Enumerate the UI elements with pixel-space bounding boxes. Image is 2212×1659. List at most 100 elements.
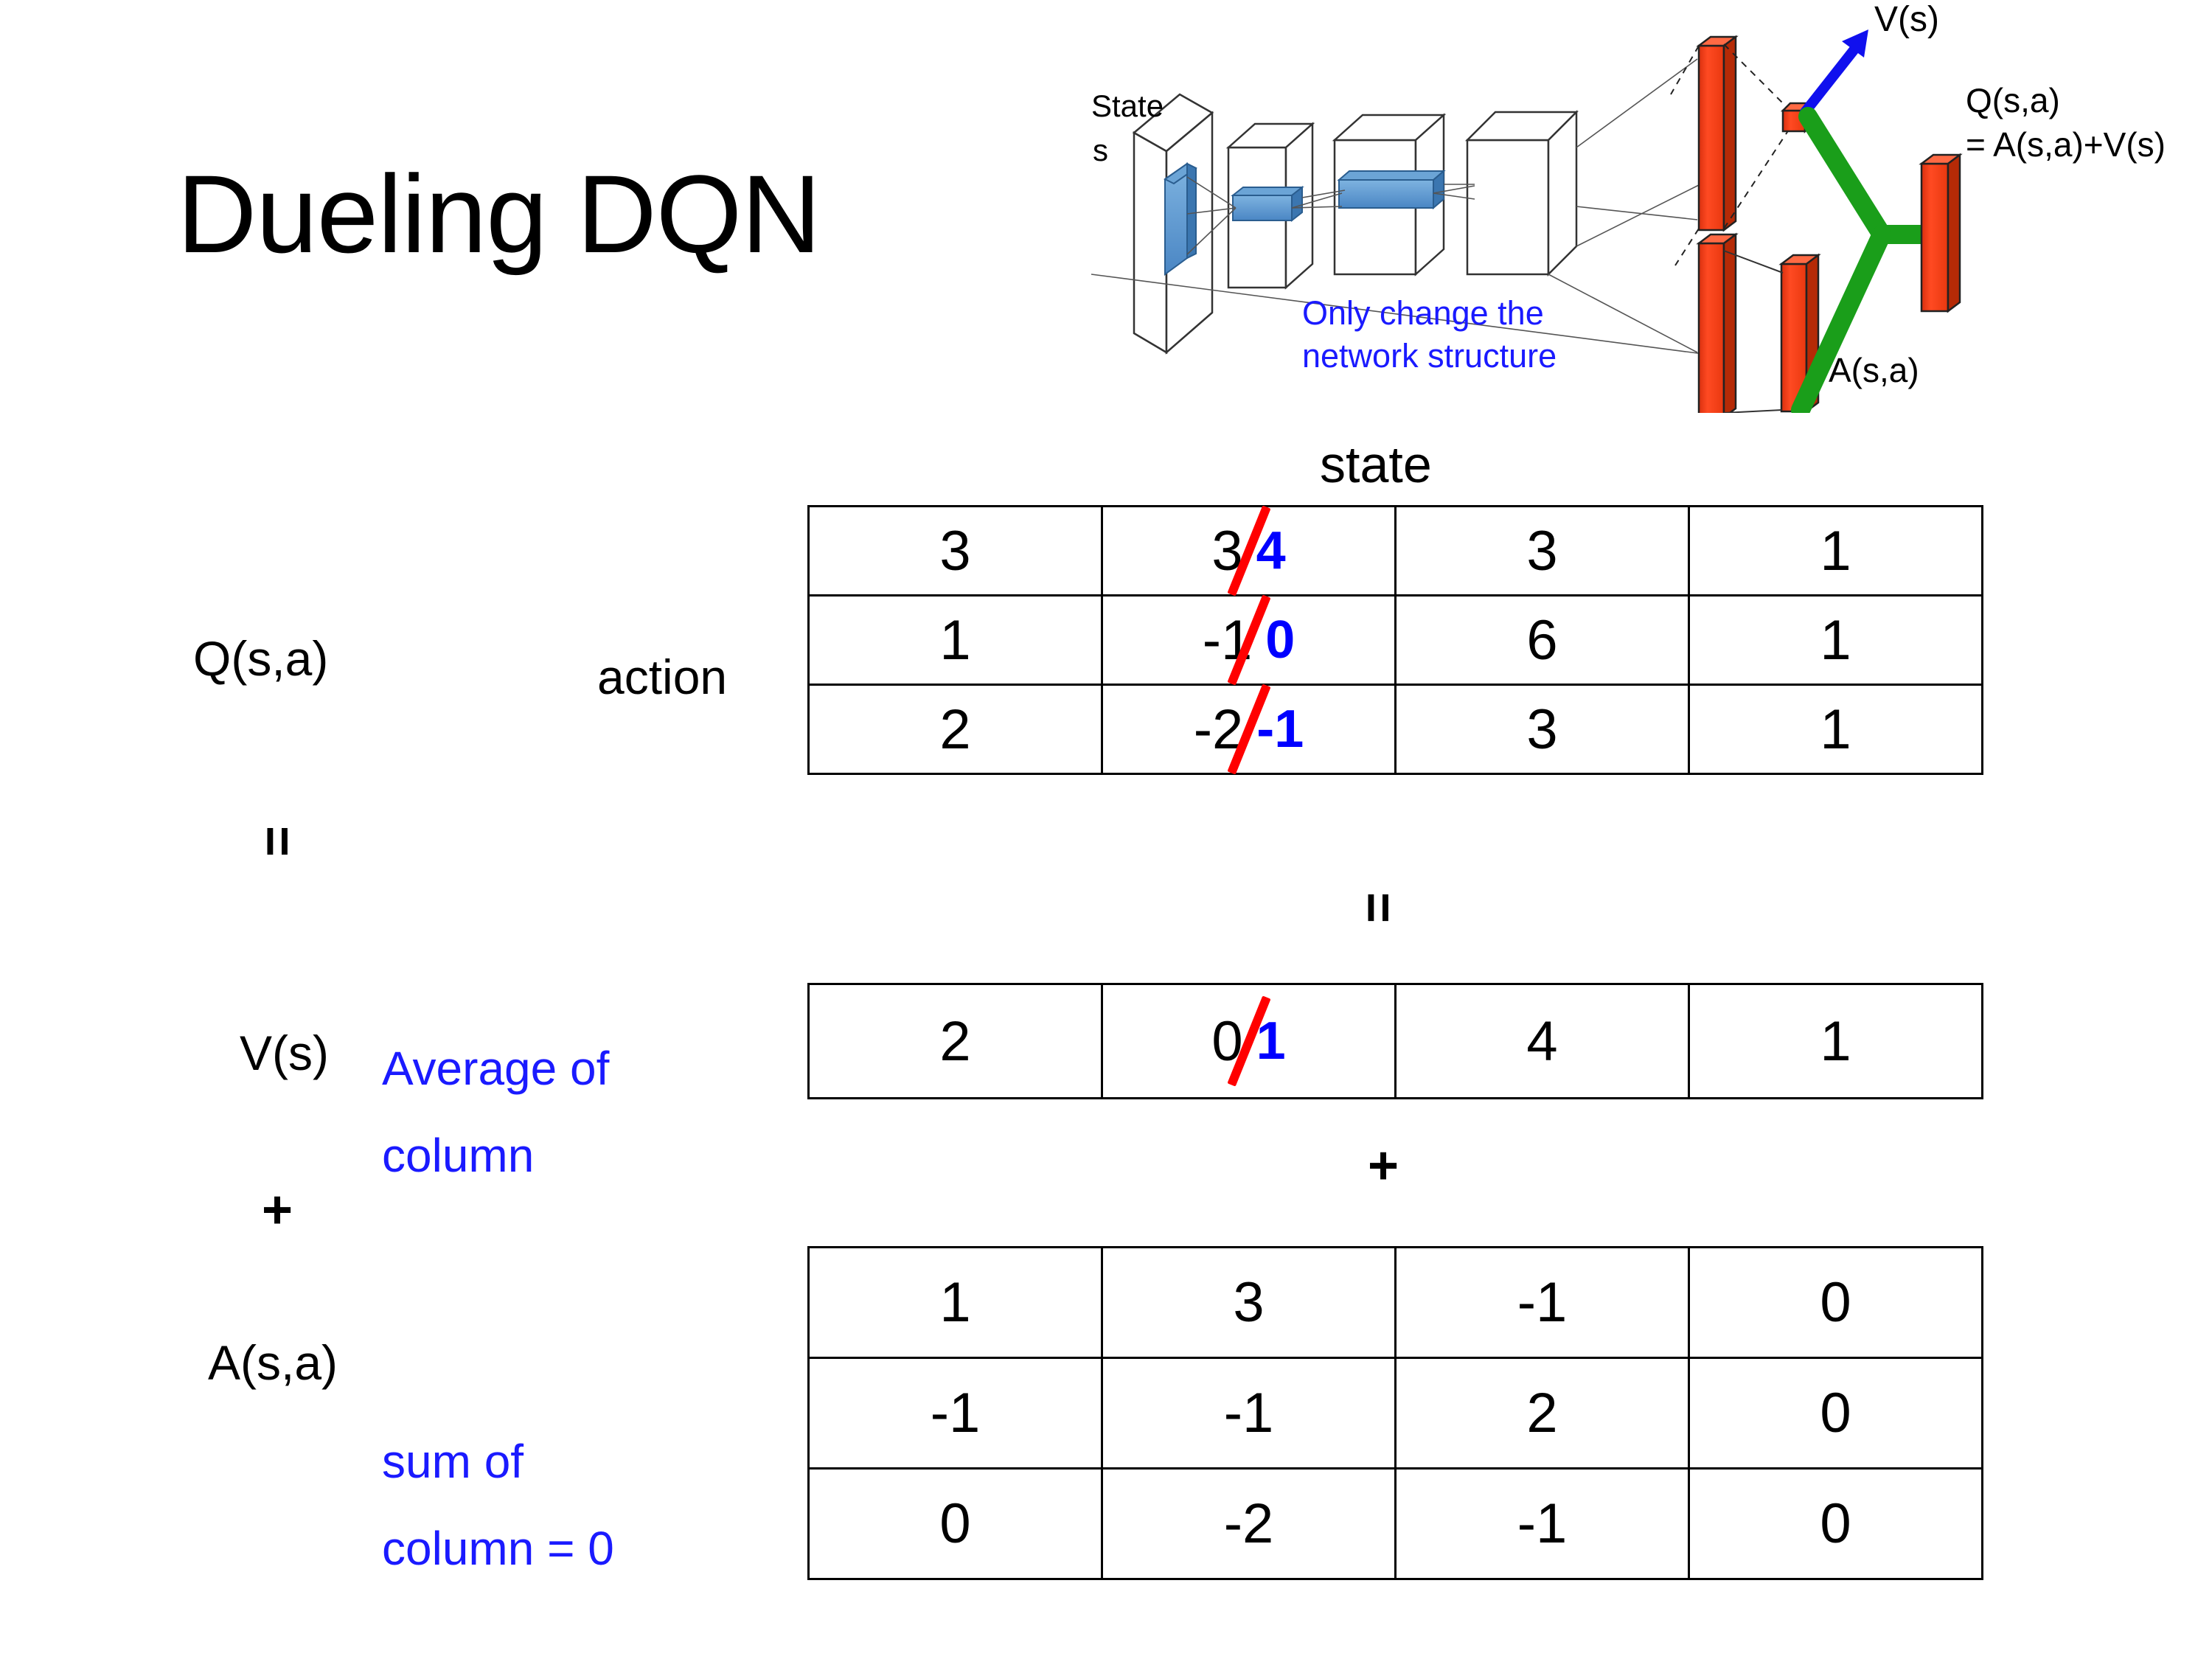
q-output-label-line1: Q(s,a) (1966, 81, 2060, 119)
cell-value: 1 (1820, 1009, 1851, 1073)
a-cell-r2c0[interactable]: 0 (807, 1467, 1103, 1580)
page-title: Dueling DQN (177, 152, 821, 276)
advantage-output-label: A(s,a) (1829, 351, 1919, 389)
conv-layer-1-filter (1231, 185, 1304, 223)
cell-value: 3 (1233, 1271, 1265, 1334)
a-note-line1: sum of (382, 1435, 524, 1488)
a-cell-r0c2[interactable]: -1 (1394, 1246, 1690, 1359)
cell-content: -1 (1397, 1248, 1688, 1357)
new-value: -1 (1256, 700, 1304, 759)
cell-content: 2 (810, 985, 1101, 1097)
q-cell-r1c2[interactable]: 6 (1394, 594, 1690, 686)
cell-content: 1 (1690, 597, 1981, 684)
equals-sign-left: = (248, 825, 307, 858)
cell-value: -1 (1517, 1492, 1568, 1555)
v-cell-c0[interactable]: 2 (807, 983, 1103, 1099)
cell-content: 2 (810, 686, 1101, 773)
a-function-label: A(s,a) (208, 1335, 338, 1390)
cell-value: 1 (1820, 608, 1851, 672)
q-cell-r2c1[interactable]: -2-1 (1101, 684, 1397, 775)
cell-content: 6 (1397, 597, 1688, 684)
plus-sign-left: + (262, 1180, 293, 1239)
cell-content: 2 (1397, 1359, 1688, 1467)
cell-content: 1 (810, 1248, 1101, 1357)
cell-value: -1 (1517, 1271, 1568, 1334)
a-cell-r0c3[interactable]: 0 (1688, 1246, 1983, 1359)
value-arrow-icon (1800, 29, 1868, 117)
q-output-bar (1919, 153, 1963, 313)
old-value: 0 (1211, 1009, 1243, 1073)
a-cell-r0c0[interactable]: 1 (807, 1246, 1103, 1359)
a-value-table: 1 3 -1 0 -1 -1 2 0 0 -2 -1 0 (807, 1246, 1983, 1580)
cell-content: 3 (810, 507, 1101, 594)
network-note-line2: network structure (1302, 337, 1557, 375)
table-row: 2 -2-1 3 1 (807, 684, 1983, 775)
cell-value: 1 (1820, 698, 1851, 761)
q-cell-r2c0[interactable]: 2 (807, 684, 1103, 775)
state-label-line2: s (1093, 133, 1108, 167)
advantage-connector-line-2 (1723, 409, 1782, 413)
a-cell-r2c3[interactable]: 0 (1688, 1467, 1983, 1580)
new-value: 1 (1256, 1012, 1286, 1071)
cell-value: 1 (1820, 519, 1851, 582)
new-value: 0 (1265, 611, 1295, 669)
q-cell-r2c3[interactable]: 1 (1688, 684, 1983, 775)
old-value: -1 (1202, 608, 1253, 672)
v-cell-c2[interactable]: 4 (1394, 983, 1690, 1099)
cell-value: 2 (939, 1009, 971, 1073)
cell-value: 0 (939, 1492, 971, 1555)
cell-value: 2 (939, 698, 971, 761)
dueling-network-diagram: State s Only change the network structur… (1091, 0, 2212, 413)
table-row: 1 3 -1 0 (807, 1246, 1983, 1359)
cell-content: 1 (1690, 507, 1981, 594)
table-row: -1 -1 2 0 (807, 1357, 1983, 1470)
cell-value: 6 (1526, 608, 1558, 672)
a-cell-r1c2[interactable]: 2 (1394, 1357, 1690, 1470)
a-cell-r2c2[interactable]: -1 (1394, 1467, 1690, 1580)
v-note-line2: column (382, 1129, 535, 1182)
a-cell-r1c0[interactable]: -1 (807, 1357, 1103, 1470)
a-note-line2: column = 0 (382, 1522, 614, 1575)
q-cell-r1c0[interactable]: 1 (807, 594, 1103, 686)
cell-content: 1 (1690, 686, 1981, 773)
cell-value: 0 (1820, 1271, 1851, 1334)
conv-layer-3-box (1464, 109, 1579, 277)
q-cell-r1c3[interactable]: 1 (1688, 594, 1983, 686)
a-cell-r0c1[interactable]: 3 (1101, 1246, 1397, 1359)
q-cell-r0c3[interactable]: 1 (1688, 505, 1983, 597)
q-cell-r2c2[interactable]: 3 (1394, 684, 1690, 775)
cell-content: 0 (810, 1470, 1101, 1578)
v-cell-c3[interactable]: 1 (1688, 983, 1983, 1099)
advantage-connector-line (1723, 250, 1784, 274)
value-connector-dashed (1670, 44, 1790, 266)
cell-content: 0 (1690, 1359, 1981, 1467)
action-axis-label: action (597, 650, 728, 704)
value-output-label: V(s) (1874, 0, 1939, 39)
cell-value: 1 (939, 1271, 971, 1334)
q-cell-r0c2[interactable]: 3 (1394, 505, 1690, 597)
old-value: 3 (1211, 519, 1243, 582)
a-cell-r2c1[interactable]: -2 (1101, 1467, 1397, 1580)
a-cell-r1c3[interactable]: 0 (1688, 1357, 1983, 1470)
cell-content: 3 (1397, 686, 1688, 773)
state-label-line1: State (1091, 88, 1164, 123)
cell-content: 1 (810, 597, 1101, 684)
q-cell-r0c0[interactable]: 3 (807, 505, 1103, 597)
cell-value: 1 (939, 608, 971, 672)
q-output-label-line2: = A(s,a)+V(s) (1966, 125, 2166, 164)
a-cell-r1c1[interactable]: -1 (1101, 1357, 1397, 1470)
merge-connector (1791, 107, 1938, 413)
cell-content: -1 (810, 1359, 1101, 1467)
cell-value: 3 (1526, 698, 1558, 761)
cell-value: -1 (1223, 1382, 1274, 1444)
